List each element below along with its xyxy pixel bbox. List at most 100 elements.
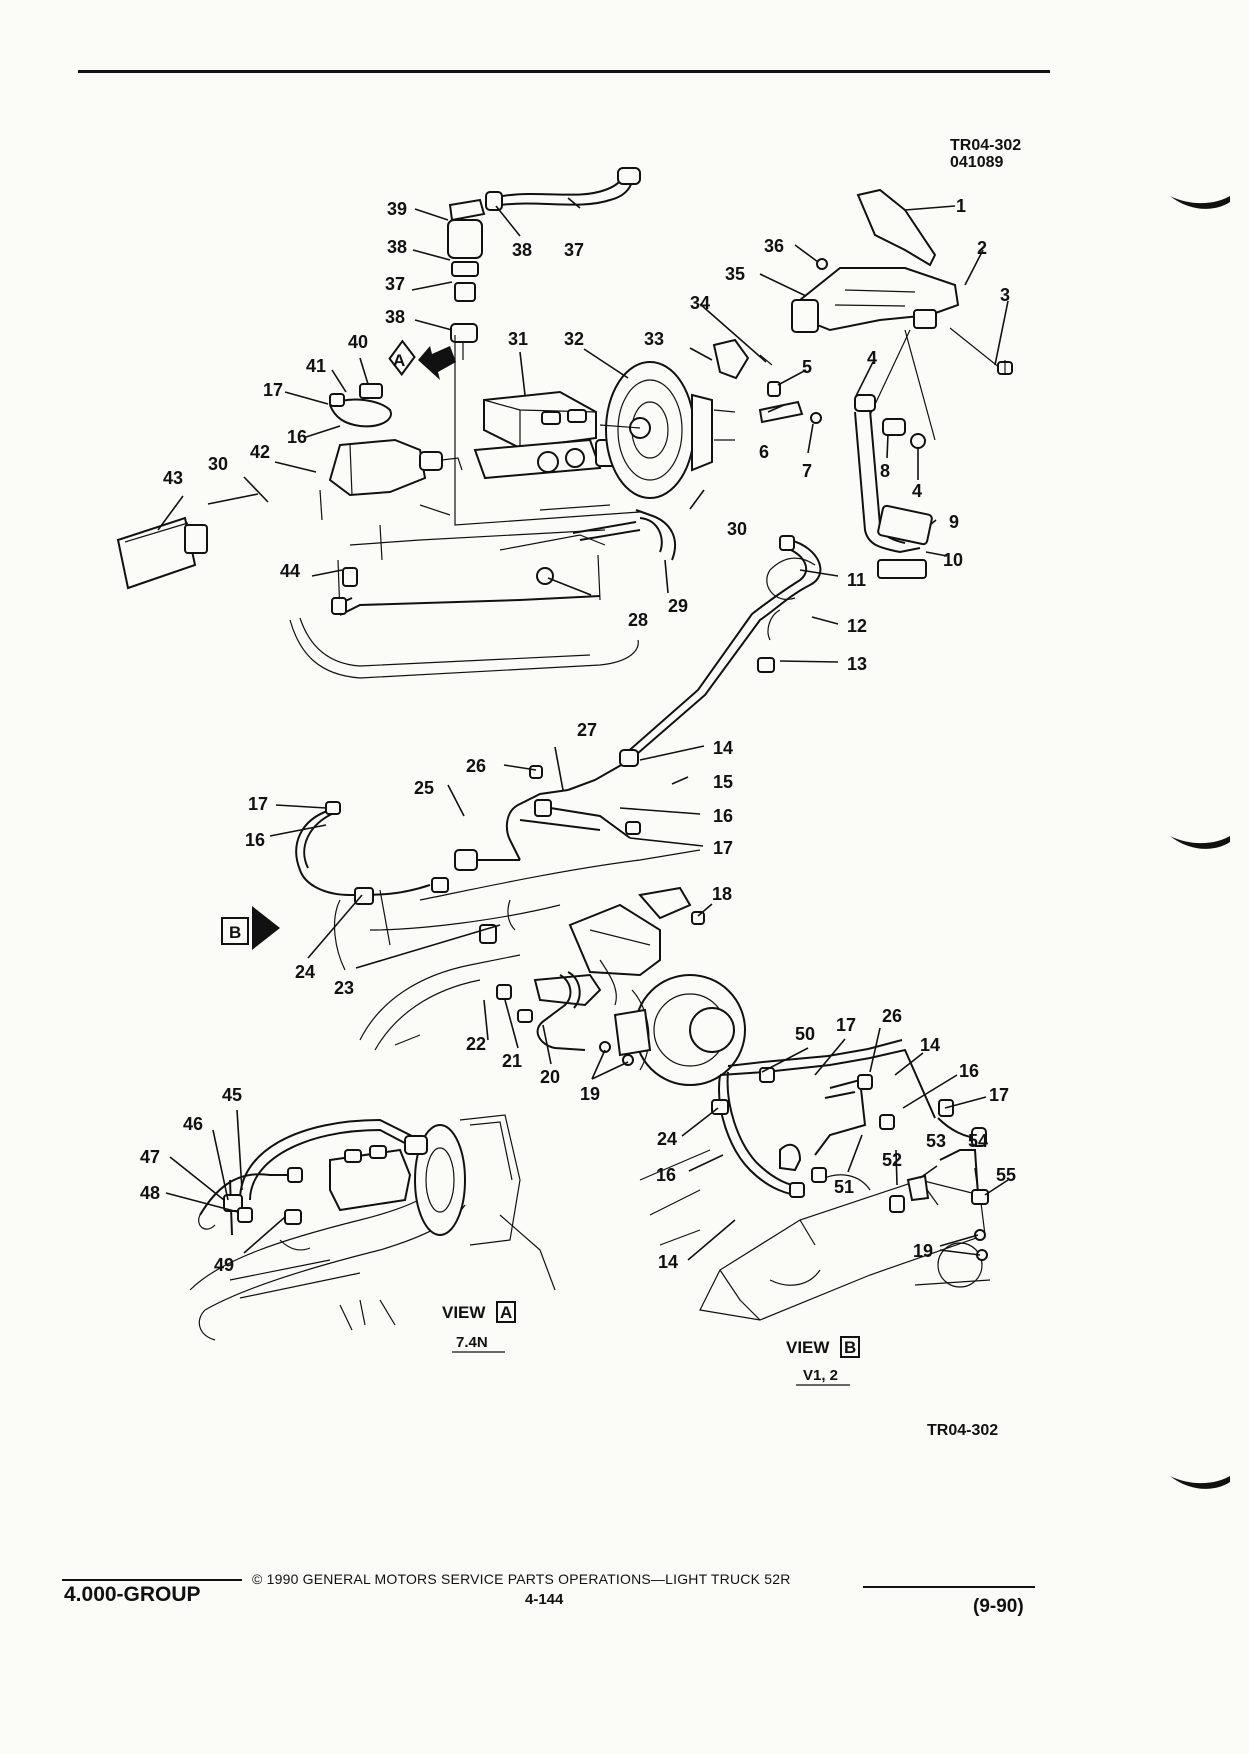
callout-26b: 26 xyxy=(882,1006,902,1026)
callout-1: 1 xyxy=(956,196,966,216)
callout-46: 46 xyxy=(183,1114,203,1134)
footer-date: (9-90) xyxy=(973,1596,1024,1617)
callout-19b: 19 xyxy=(913,1241,933,1261)
callout-37: 37 xyxy=(564,240,584,260)
footer-page-number: 4-144 xyxy=(525,1591,564,1608)
callout-30: 30 xyxy=(208,454,228,474)
callout-27: 27 xyxy=(577,720,597,740)
callout-28: 28 xyxy=(628,610,648,630)
callout-16c: 16 xyxy=(245,830,265,850)
callout-19: 19 xyxy=(580,1084,600,1104)
callout-38c: 38 xyxy=(385,307,405,327)
firewall-and-frame-artwork xyxy=(289,335,676,679)
callout-2: 2 xyxy=(977,238,987,258)
leader-lines xyxy=(157,197,1009,1261)
top-rule xyxy=(78,70,1050,73)
callout-26: 26 xyxy=(466,756,486,776)
callout-36: 36 xyxy=(764,236,784,256)
callout-14: 14 xyxy=(713,738,733,758)
callout-43: 43 xyxy=(163,468,183,488)
view-a-sub: 7.4N xyxy=(456,1334,488,1351)
callout-39: 39 xyxy=(387,199,407,219)
footer-group: 4.000-GROUP xyxy=(64,1583,201,1606)
callout-50: 50 xyxy=(795,1024,815,1044)
view-a-letter: A xyxy=(500,1303,512,1322)
callout-16d: 16 xyxy=(959,1061,979,1081)
ref-date: 041089 xyxy=(950,154,1004,171)
power-booster-artwork xyxy=(599,361,736,499)
callout-17b: 17 xyxy=(263,380,283,400)
callout-12: 12 xyxy=(847,616,867,636)
view-b-word: VIEW xyxy=(786,1338,830,1357)
callout-14b: 14 xyxy=(920,1035,940,1055)
callout-33: 33 xyxy=(644,329,664,349)
ref-code-bottom: TR04-302 xyxy=(927,1422,999,1439)
callout-17c: 17 xyxy=(248,794,268,814)
callout-37b: 37 xyxy=(385,274,405,294)
callout-54: 54 xyxy=(968,1131,988,1151)
callout-3: 3 xyxy=(1000,285,1010,305)
callout-6: 6 xyxy=(759,442,769,462)
binder-tab-mark xyxy=(1170,1476,1230,1489)
callout-55: 55 xyxy=(996,1165,1016,1185)
callout-38b: 38 xyxy=(387,237,407,257)
callout-44: 44 xyxy=(280,561,300,581)
callout-8: 8 xyxy=(880,461,890,481)
callout-labels: 1 2 3 4 5 6 7 8 4 9 10 11 12 13 14 15 16… xyxy=(140,196,1016,1275)
callout-21: 21 xyxy=(502,1051,522,1071)
callout-20: 20 xyxy=(540,1067,560,1087)
binder-tab-mark xyxy=(1170,836,1230,849)
callout-9: 9 xyxy=(949,512,959,532)
callout-38: 38 xyxy=(512,240,532,260)
footer-rule-right xyxy=(863,1586,1035,1588)
callout-16: 16 xyxy=(713,806,733,826)
footer-rule-left xyxy=(62,1579,242,1581)
callout-17d: 17 xyxy=(836,1015,856,1035)
callout-17e: 17 xyxy=(989,1085,1009,1105)
callout-29: 29 xyxy=(668,596,688,616)
callout-13: 13 xyxy=(847,654,867,674)
callout-24: 24 xyxy=(295,962,315,982)
callout-25: 25 xyxy=(414,778,434,798)
callout-11: 11 xyxy=(847,570,866,590)
callout-30b: 30 xyxy=(727,519,747,539)
ref-code-top: TR04-302 xyxy=(950,137,1022,154)
view-b-letter: B xyxy=(844,1338,856,1357)
binder-tab-mark xyxy=(1170,196,1230,209)
callout-18: 18 xyxy=(712,884,732,904)
view-a-caption: VIEW A 7.4N xyxy=(442,1301,516,1353)
callout-45: 45 xyxy=(222,1085,242,1105)
brake-line-network xyxy=(295,535,822,905)
callout-48: 48 xyxy=(140,1183,160,1203)
view-a-marker: A xyxy=(388,339,456,380)
callout-40: 40 xyxy=(348,332,368,352)
callout-15: 15 xyxy=(713,772,733,792)
callout-52: 52 xyxy=(882,1150,902,1170)
combination-valve-artwork xyxy=(319,383,463,521)
view-b-marker: B xyxy=(221,906,280,950)
view-b-sub: V1, 2 xyxy=(803,1367,838,1384)
callout-42: 42 xyxy=(250,442,270,462)
view-b-caption: VIEW B V1, 2 xyxy=(786,1336,860,1386)
callout-35: 35 xyxy=(725,264,745,284)
callout-53: 53 xyxy=(926,1131,946,1151)
callout-4b: 4 xyxy=(912,481,922,501)
callout-16e: 16 xyxy=(656,1165,676,1185)
view-a-marker-letter: A xyxy=(393,351,405,370)
callout-24b: 24 xyxy=(657,1129,677,1149)
callout-22: 22 xyxy=(466,1034,486,1054)
callout-41: 41 xyxy=(306,356,326,376)
brake-pedal-artwork xyxy=(758,360,1006,579)
callout-7: 7 xyxy=(802,461,812,481)
callout-34: 34 xyxy=(690,293,710,313)
callout-49: 49 xyxy=(214,1255,234,1275)
callout-32: 32 xyxy=(564,329,584,349)
callout-23: 23 xyxy=(334,978,354,998)
front-suspension-artwork xyxy=(334,849,746,1086)
control-module-43-artwork xyxy=(116,516,208,590)
callout-14c: 14 xyxy=(658,1252,678,1272)
callout-10: 10 xyxy=(943,550,963,570)
callout-17: 17 xyxy=(713,838,733,858)
view-a-word: VIEW xyxy=(442,1303,486,1322)
